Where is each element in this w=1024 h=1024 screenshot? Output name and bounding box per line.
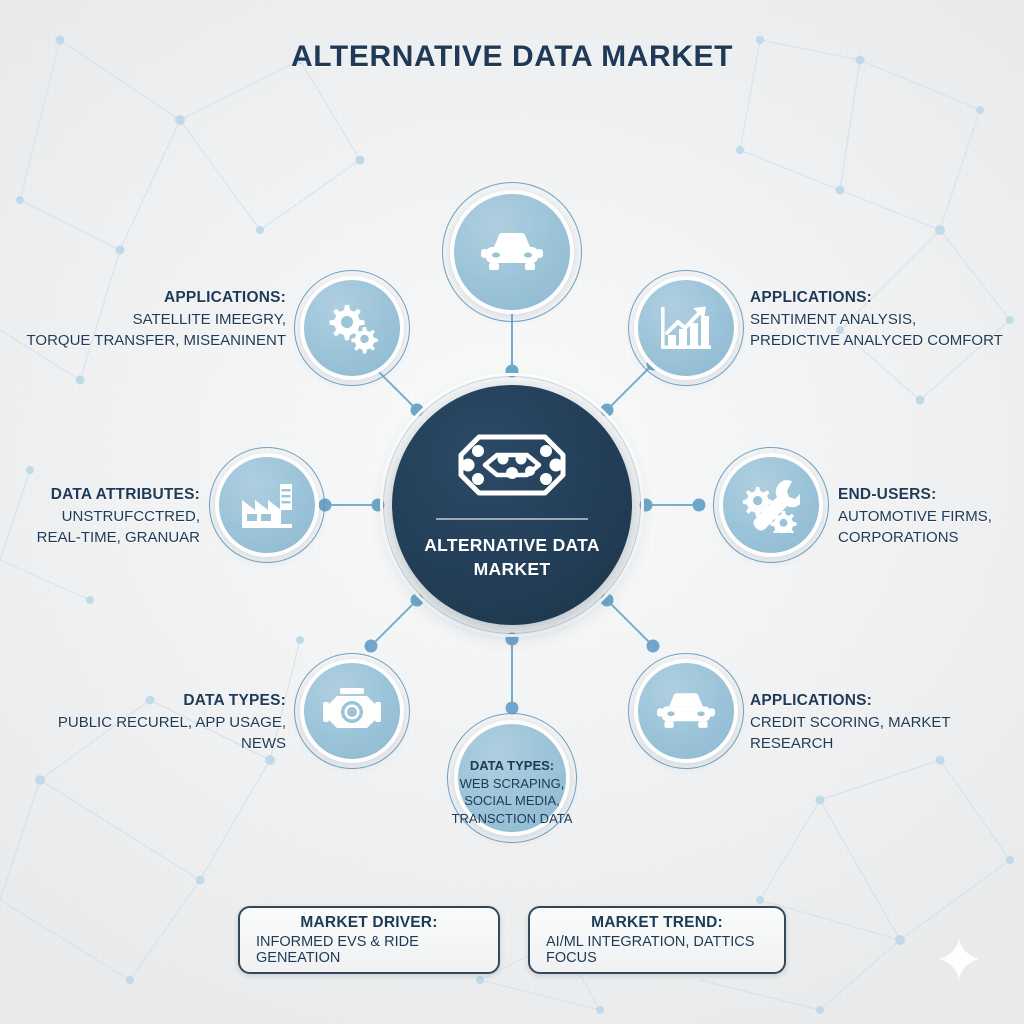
node-ring <box>294 270 410 386</box>
node-lower-right[interactable] <box>628 653 744 769</box>
label-upper-left-line1: SATELLITE IMEEGRY, <box>132 311 286 328</box>
label-upper-left-heading: APPLICATIONS: <box>163 289 286 306</box>
label-upper-right-heading: APPLICATIONS: <box>750 289 873 306</box>
tools-icon <box>719 453 823 557</box>
label-bottom-line3: TRANSCTION DATA <box>451 810 573 826</box>
label-left-line2: REAL-TIME, GRANUAR <box>36 529 200 547</box>
node-top[interactable] <box>442 182 582 322</box>
node-right[interactable] <box>713 447 829 563</box>
label-lower-left-line2: NEWS <box>241 735 286 753</box>
node-ring <box>628 270 744 386</box>
market-trend-box[interactable]: MARKET TREND: AI/ML INTEGRATION, DATTICS… <box>528 906 786 974</box>
market-driver-body: INFORMED EVS & RIDE GENEATION <box>256 934 419 966</box>
factory-icon <box>215 453 319 557</box>
node-ring <box>628 653 744 769</box>
market-driver-heading: MARKET DRIVER: <box>300 914 438 931</box>
label-right-line2: CORPORATIONS <box>838 529 959 547</box>
label-lower-left-line1: PUBLIC RECUREL, APP USAGE, <box>57 714 286 731</box>
label-lower-right-line1: CREDIT SCORING, MARKET <box>750 714 951 731</box>
label-upper-right: APPLICATIONS: SENTIMENT ANALYSIS, PREDIC… <box>750 287 1024 352</box>
node-left[interactable] <box>209 447 325 563</box>
label-left-line1: UNSTRUFCCTRED, <box>61 508 200 525</box>
camera-icon <box>300 659 404 763</box>
network-chip-icon <box>453 429 571 506</box>
hub-divider <box>436 518 588 521</box>
label-lower-right-line2: RESEARCH <box>750 735 834 753</box>
node-ring <box>713 447 829 563</box>
label-right: END-USERS: AUTOMOTIVE FIRMS, CORPORATION… <box>838 484 1024 549</box>
label-left-heading: DATA ATTRIBUTES: <box>50 486 200 503</box>
market-trend-heading: MARKET TREND: <box>591 914 723 931</box>
label-right-line1: AUTOMOTIVE FIRMS, <box>838 508 992 525</box>
label-upper-right-line1: SENTIMENT ANALYSIS, <box>750 311 917 328</box>
label-upper-left-line2: TORQUE TRANSFER, MISEANINENT <box>26 332 286 350</box>
label-bottom-line1: WEB SCRAPING, <box>459 775 565 791</box>
gears-icon <box>300 276 404 380</box>
label-upper-right-line2: PREDICTIVE ANALYCED COMFORT <box>750 332 1003 350</box>
label-bottom-heading: DATA TYPES: <box>469 758 555 773</box>
label-right-heading: END-USERS: <box>838 486 937 503</box>
node-disc-bottom <box>454 720 570 836</box>
sparkle-icon <box>939 939 979 979</box>
car-icon <box>634 659 738 763</box>
label-lower-left: DATA TYPES: PUBLIC RECUREL, APP USAGE, N… <box>18 690 286 755</box>
label-bottom-line2: SOCIAL MEDIA, <box>464 793 560 809</box>
growth-chart-icon <box>634 276 738 380</box>
node-upper-right[interactable] <box>628 270 744 386</box>
center-hub[interactable]: ALTERNATIVE DATA MARKET <box>392 385 632 625</box>
label-upper-left: APPLICATIONS: SATELLITE IMEEGRY, TORQUE … <box>18 287 286 352</box>
label-left: DATA ATTRIBUTES: UNSTRUFCCTRED, REAL-TIM… <box>18 484 200 549</box>
label-bottom: DATA TYPES: WEB SCRAPING, SOCIAL MEDIA, … <box>442 757 582 827</box>
label-lower-right-heading: APPLICATIONS: <box>750 692 873 709</box>
page-title: ALTERNATIVE DATA MARKET <box>290 40 734 73</box>
node-upper-left[interactable] <box>294 270 410 386</box>
label-lower-left-heading: DATA TYPES: <box>183 692 286 709</box>
car-icon <box>450 190 574 314</box>
node-lower-left[interactable] <box>294 653 410 769</box>
label-lower-right: APPLICATIONS: CREDIT SCORING, MARKET RES… <box>750 690 1018 755</box>
hub-label: ALTERNATIVE DATA MARKET <box>424 535 600 579</box>
market-driver-box[interactable]: MARKET DRIVER: INFORMED EVS & RIDE GENEA… <box>238 906 500 974</box>
market-trend-body: AI/ML INTEGRATION, DATTICS FOCUS <box>546 934 755 966</box>
node-bottom[interactable] <box>447 713 577 843</box>
